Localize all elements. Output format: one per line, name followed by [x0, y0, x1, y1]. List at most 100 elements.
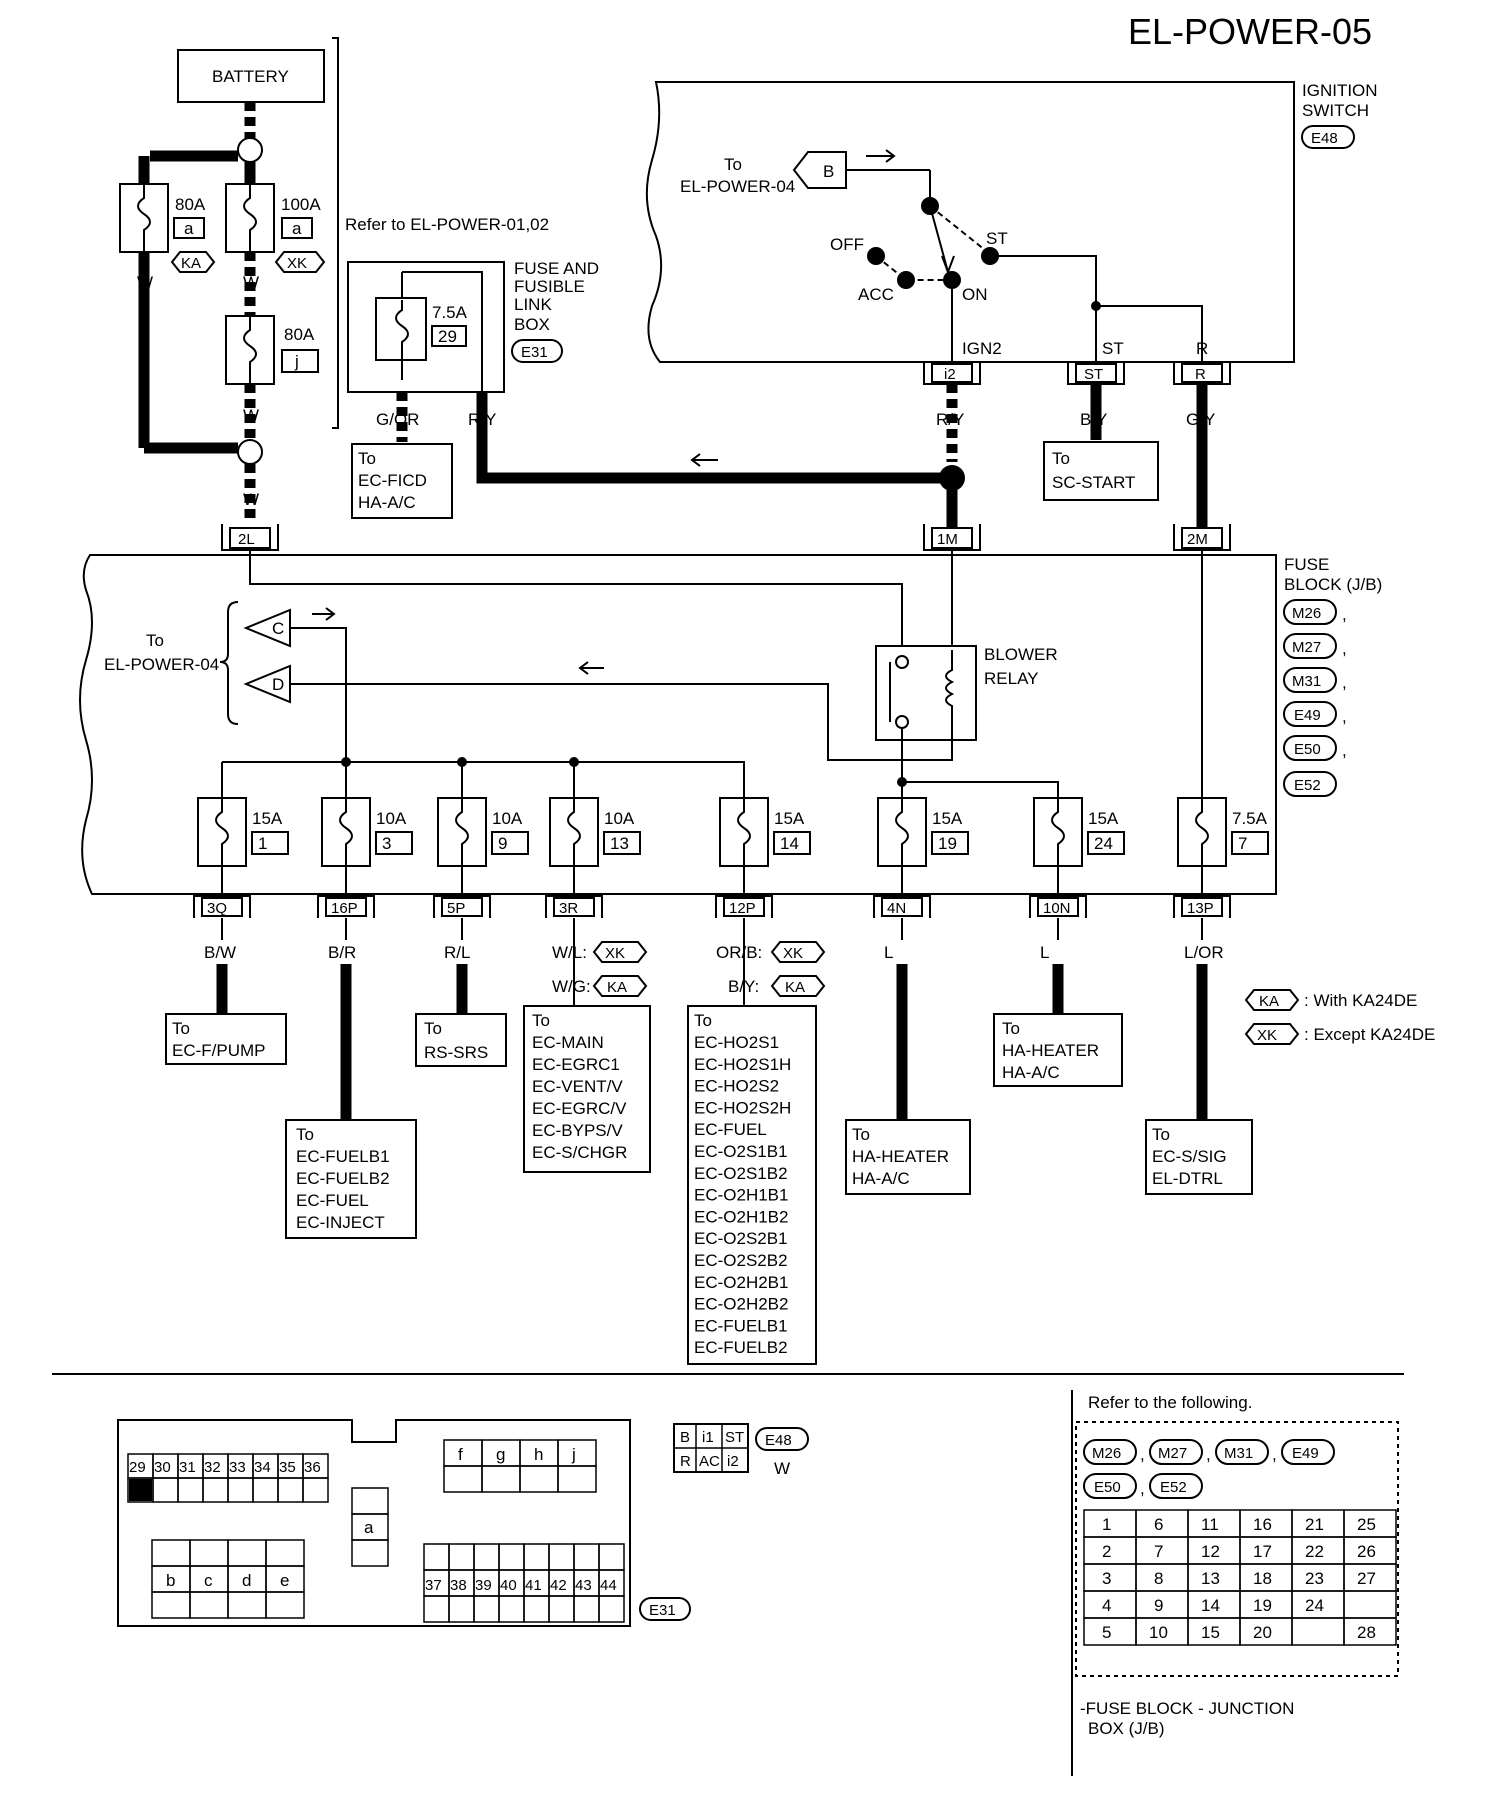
svg-text:HA-A/C: HA-A/C	[358, 493, 416, 512]
svg-text:XK: XK	[783, 945, 803, 962]
svg-text:FUSE AND: FUSE AND	[514, 259, 599, 278]
svg-text:To: To	[1002, 1019, 1020, 1038]
svg-text:27: 27	[1357, 1569, 1376, 1588]
fusible-link-100a-xk: 100A a XK	[225, 183, 326, 273]
svg-text:EC-F/PUMP: EC-F/PUMP	[172, 1041, 266, 1060]
svg-text:a: a	[364, 1518, 374, 1537]
svg-text:B: B	[680, 1429, 690, 1446]
svg-text:ON: ON	[962, 285, 988, 304]
svg-text:EL-POWER-04: EL-POWER-04	[104, 655, 219, 674]
ign-terminal-i2: i2	[923, 362, 981, 385]
svg-text:28: 28	[1357, 1623, 1376, 1642]
svg-text:KA: KA	[181, 255, 201, 272]
svg-text:13: 13	[610, 834, 629, 853]
svg-text:EL-POWER-04: EL-POWER-04	[680, 177, 795, 196]
svg-text:EC-FUEL: EC-FUEL	[694, 1120, 767, 1139]
svg-text:32: 32	[204, 1459, 221, 1476]
jb-connector-13p: 13P	[1173, 895, 1231, 918]
svg-text:BLOCK (J/B): BLOCK (J/B)	[1284, 575, 1382, 594]
svg-text:e: e	[280, 1571, 289, 1590]
dest-ec-ssig: To EC-S/SIG EL-DTRL	[1145, 1119, 1253, 1195]
svg-text:,: ,	[1342, 741, 1347, 760]
variant-legend: KA : With KA24DE XK : Except KA24DE	[1244, 989, 1435, 1045]
svg-text:To: To	[424, 1019, 442, 1038]
svg-text:j: j	[294, 352, 299, 371]
jb-connector-2l: 2L	[221, 524, 279, 551]
svg-text:23: 23	[1305, 1569, 1324, 1588]
wire-color-label: L	[1040, 943, 1049, 962]
svg-text:21: 21	[1305, 1515, 1324, 1534]
jb-connector-1m: 1M	[923, 524, 981, 551]
svg-text:EC-O2H2B2: EC-O2H2B2	[694, 1295, 788, 1314]
dest-ec-ficd: To EC-FICD HA-A/C	[351, 443, 453, 519]
svg-text:38: 38	[450, 1577, 467, 1594]
svg-text:1: 1	[1102, 1515, 1111, 1534]
svg-text:a: a	[184, 219, 194, 238]
svg-text:a: a	[292, 219, 302, 238]
svg-text:,: ,	[1342, 605, 1347, 624]
jb-connector-3r: 3R	[545, 895, 603, 918]
svg-text:4N: 4N	[887, 900, 906, 917]
svg-text:EL-DTRL: EL-DTRL	[1152, 1169, 1223, 1188]
svg-text:3: 3	[382, 834, 391, 853]
svg-text:To: To	[172, 1019, 190, 1038]
svg-text:XK: XK	[605, 945, 625, 962]
svg-text:,: ,	[1342, 707, 1347, 726]
svg-text:W: W	[774, 1459, 790, 1478]
svg-text:Refer to the following.: Refer to the following.	[1088, 1393, 1252, 1412]
svg-text:M26: M26	[1092, 1445, 1121, 1462]
wire-color-label: B/R	[328, 943, 356, 962]
svg-text:E49: E49	[1292, 1445, 1319, 1462]
svg-text:37: 37	[425, 1577, 442, 1594]
svg-text:10A: 10A	[492, 809, 523, 828]
svg-text:c: c	[204, 1571, 213, 1590]
dest-ha-heater-2: To HA-HEATER HA-A/C	[993, 1013, 1123, 1087]
svg-text:1M: 1M	[937, 531, 958, 548]
svg-text:9: 9	[1154, 1596, 1163, 1615]
svg-text:44: 44	[600, 1577, 617, 1594]
svg-text:W/G:: W/G:	[552, 977, 591, 996]
svg-text:KA: KA	[1259, 993, 1279, 1010]
svg-text:30: 30	[154, 1459, 171, 1476]
svg-text:-FUSE BLOCK - JUNCTION: -FUSE BLOCK - JUNCTION	[1080, 1699, 1294, 1718]
svg-text:BOX: BOX	[514, 315, 550, 334]
svg-text:10N: 10N	[1043, 900, 1071, 917]
svg-text:To: To	[1152, 1125, 1170, 1144]
ign-terminal-r: R	[1173, 362, 1231, 385]
dest-ec-ho2s: To EC-HO2S1EC-HO2S1HEC-HO2S2EC-HO2S2HEC-…	[687, 1005, 817, 1365]
svg-text:10: 10	[1149, 1623, 1168, 1642]
svg-text:3R: 3R	[559, 900, 578, 917]
e48-connector-face: B i1 ST R AC i2 E48 W	[673, 1423, 809, 1478]
connector-e48-tag	[1301, 125, 1355, 149]
svg-text:W: W	[243, 273, 259, 292]
svg-text:R: R	[680, 1453, 691, 1470]
svg-text:W: W	[137, 273, 153, 292]
svg-text:EC-EGRC/V: EC-EGRC/V	[532, 1099, 627, 1118]
svg-text:EC-O2S2B2: EC-O2S2B2	[694, 1251, 788, 1270]
svg-text:10A: 10A	[604, 809, 635, 828]
svg-text:KA: KA	[607, 979, 627, 996]
svg-text:W: W	[243, 490, 259, 509]
svg-text:10A: 10A	[376, 809, 407, 828]
svg-text:R/Y: R/Y	[936, 410, 964, 429]
wire-color-label: R/L	[444, 943, 470, 962]
dest-rs-srs: To RS-SRS	[415, 1013, 507, 1067]
jb-connector-10n: 10N	[1029, 895, 1087, 918]
battery-label: BATTERY	[212, 67, 289, 86]
dest-ec-fpump: To EC-F/PUMP	[165, 1013, 287, 1065]
wire-color-label: L/OR	[1184, 943, 1224, 962]
svg-text:EC-FICD: EC-FICD	[358, 471, 427, 490]
svg-text:43: 43	[575, 1577, 592, 1594]
svg-text:24: 24	[1094, 834, 1113, 853]
svg-text:G/Y: G/Y	[1186, 410, 1215, 429]
jb-connector-tags: M26, M27, M31, E49, E50, E52	[1283, 599, 1347, 797]
svg-text:ST: ST	[986, 229, 1008, 248]
svg-text:To: To	[532, 1011, 550, 1030]
jb-connector-2m: 2M	[1173, 524, 1231, 551]
svg-text:AC: AC	[699, 1453, 720, 1470]
svg-text:R: R	[1195, 366, 1206, 383]
blower-relay	[875, 645, 977, 741]
svg-text:40: 40	[500, 1577, 517, 1594]
jb-connector-5p: 5P	[433, 895, 491, 918]
